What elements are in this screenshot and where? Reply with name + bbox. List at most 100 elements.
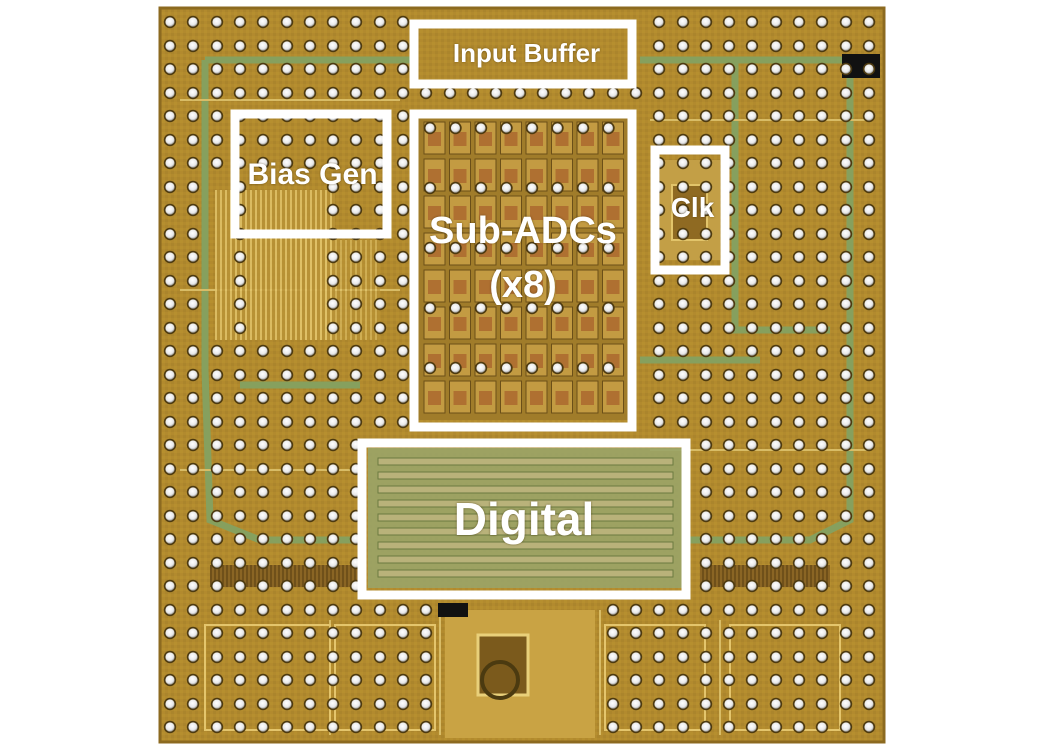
bond-pad xyxy=(678,299,688,309)
bond-pad xyxy=(328,487,338,497)
bond-pad xyxy=(165,699,175,709)
bond-pad xyxy=(398,393,408,403)
bond-pad xyxy=(864,722,874,732)
bias-gen-label: Bias Gen xyxy=(247,158,378,191)
bond-pad xyxy=(351,41,361,51)
bond-pad xyxy=(817,652,827,662)
bond-pad xyxy=(552,363,563,373)
bond-pad xyxy=(864,64,874,74)
bond-pad xyxy=(282,417,292,427)
bond-pad xyxy=(212,17,222,27)
bond-pad xyxy=(747,511,757,521)
bond-pad xyxy=(771,229,781,239)
bond-pad xyxy=(282,534,292,544)
adc-cell-core xyxy=(428,169,441,183)
digital-outline xyxy=(357,438,691,600)
bond-pad xyxy=(701,135,711,145)
bond-pad xyxy=(817,511,827,521)
bond-pad xyxy=(771,135,781,145)
bond-pad xyxy=(351,370,361,380)
bond-pad xyxy=(794,252,804,262)
bond-pad xyxy=(724,699,734,709)
bond-pad xyxy=(235,628,245,638)
bond-pad xyxy=(817,417,827,427)
bond-pad xyxy=(421,699,431,709)
bond-pad xyxy=(165,487,175,497)
bond-pad xyxy=(864,17,874,27)
adc-cell-core xyxy=(581,206,594,220)
bond-pad xyxy=(375,64,385,74)
bond-pad xyxy=(747,440,757,450)
bond-pad xyxy=(282,17,292,27)
bond-pad xyxy=(305,417,315,427)
bond-pad xyxy=(771,699,781,709)
bond-pad xyxy=(817,88,827,98)
bond-pad xyxy=(421,722,431,732)
bond-pad xyxy=(235,487,245,497)
adc-cell-core xyxy=(581,280,594,294)
bond-pad xyxy=(258,628,268,638)
bond-pad xyxy=(282,511,292,521)
bond-pad xyxy=(794,417,804,427)
bond-pad xyxy=(701,440,711,450)
bond-pad xyxy=(305,722,315,732)
bond-pad xyxy=(747,135,757,145)
bond-pad xyxy=(188,252,198,262)
bias-gen-outline xyxy=(230,109,392,239)
bond-pad xyxy=(678,88,688,98)
bond-pad xyxy=(188,346,198,356)
bond-pad xyxy=(235,652,245,662)
adc-cell xyxy=(423,269,446,303)
bond-pad xyxy=(864,417,874,427)
bond-pad xyxy=(631,605,641,615)
bond-pad xyxy=(654,41,664,51)
bond-pad xyxy=(771,628,781,638)
clk-label: Clk xyxy=(670,192,715,223)
bond-pad xyxy=(678,346,688,356)
adc-cell-core xyxy=(428,391,441,405)
bond-pad xyxy=(421,628,431,638)
bond-pad xyxy=(527,303,537,313)
bond-pad xyxy=(701,652,711,662)
bond-pad xyxy=(817,346,827,356)
bond-pad xyxy=(282,558,292,568)
bond-pad xyxy=(305,158,315,168)
bond-pad xyxy=(305,346,315,356)
bond-pad xyxy=(747,17,757,27)
bond-pad xyxy=(188,135,198,145)
bond-pad xyxy=(188,464,198,474)
bond-pad xyxy=(501,303,512,313)
bond-pad xyxy=(425,303,435,313)
bond-pad xyxy=(375,323,385,333)
adc-cell xyxy=(500,380,522,414)
bond-pad xyxy=(608,652,618,662)
bond-pad xyxy=(841,229,851,239)
bond-pad xyxy=(654,628,664,638)
adc-cell xyxy=(602,269,624,303)
bond-pad xyxy=(258,370,268,380)
bond-pad xyxy=(841,88,851,98)
bond-pad xyxy=(794,205,804,215)
bond-pad xyxy=(165,346,175,356)
bond-pad xyxy=(678,699,688,709)
digital-row xyxy=(377,569,674,578)
bond-pad xyxy=(817,675,827,685)
bond-pad xyxy=(724,487,734,497)
bond-pad xyxy=(654,17,664,27)
bond-pad xyxy=(351,17,361,27)
bond-pad xyxy=(165,417,175,427)
bond-pad xyxy=(701,323,711,333)
bond-pad xyxy=(235,605,245,615)
bond-pad xyxy=(747,276,757,286)
bond-pad xyxy=(771,487,781,497)
bond-pad xyxy=(817,722,827,732)
bond-pad xyxy=(450,243,461,253)
bond-pad xyxy=(282,346,292,356)
bond-pad xyxy=(724,558,734,568)
bond-pad xyxy=(817,581,827,591)
bond-pad xyxy=(864,229,874,239)
bond-pad xyxy=(282,158,292,168)
bond-pad xyxy=(375,205,385,215)
bond-pad xyxy=(351,205,361,215)
bond-pad xyxy=(771,370,781,380)
